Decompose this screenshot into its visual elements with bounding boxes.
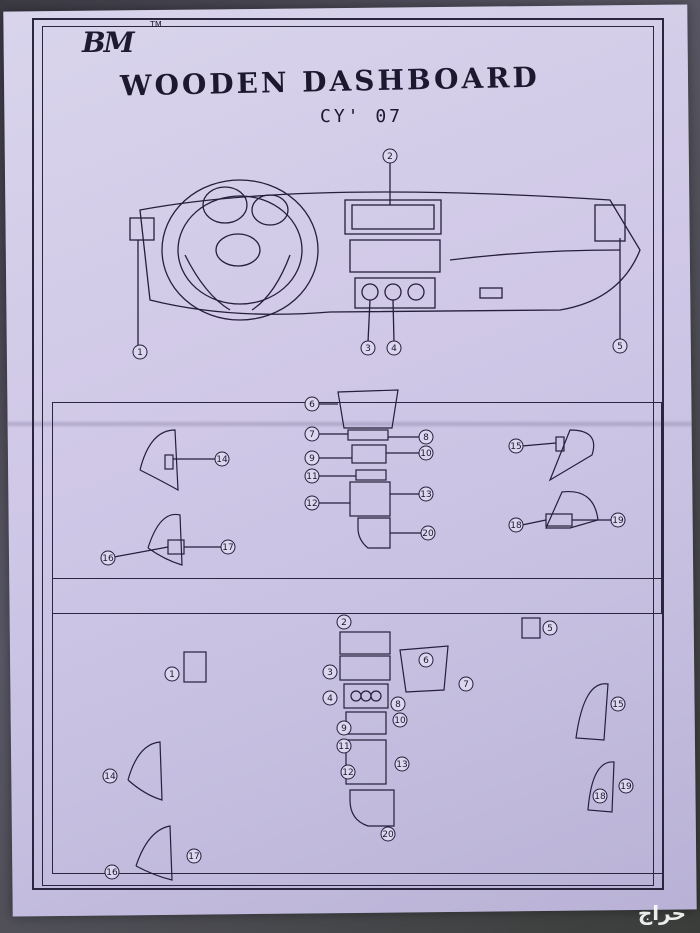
part-11-label: 11 [306,472,317,482]
part-13-label: 13 [420,490,431,500]
cut-10-label: 10 [394,716,406,726]
cut-13-label: 13 [396,760,407,770]
top-panel-parts [113,389,612,566]
cut-12-label: 12 [342,768,353,778]
site-watermark: حراج [637,901,686,925]
bottom-panel-parts [127,617,615,881]
part-6-label: 6 [309,400,315,410]
paper-fold-shadow [8,420,692,428]
part-14-label: 14 [216,455,228,465]
callout-2: 2 [387,152,393,162]
right-vent [594,204,626,242]
dashboard-outline [139,191,641,315]
cut-4-label: 4 [327,694,333,704]
cut-5-label: 5 [547,624,553,634]
trademark-mark: TM [150,20,162,29]
part-20-label: 20 [422,529,434,539]
cut-3-label: 3 [327,668,333,678]
steering-wheel [161,179,319,321]
part-12-label: 12 [306,499,317,509]
cut-18-label: 18 [594,792,606,802]
cut-15-label: 15 [612,700,623,710]
part-18-label: 18 [510,521,522,531]
part-7-label: 7 [309,430,315,440]
cut-2-label: 2 [341,618,347,628]
page-subtitle: CY' 07 [320,106,404,127]
cut-8-label: 8 [395,700,401,710]
callout-5: 5 [617,342,623,352]
callout-4: 4 [391,344,397,354]
callout-3: 3 [365,344,371,354]
left-vent [129,217,155,241]
radio-panel [349,239,441,273]
part-9-label: 9 [309,454,315,464]
cut-1-label: 1 [169,670,175,680]
cut-14-label: 14 [104,772,116,782]
cut-6-label: 6 [423,656,429,666]
cut-11-label: 11 [338,742,349,752]
climate-knob [361,283,379,301]
part-17-label: 17 [222,543,233,553]
part-19-label: 19 [612,516,624,526]
brand-logo: BM [82,26,135,59]
part-10-label: 10 [420,449,432,459]
cut-20-label: 20 [382,830,394,840]
part-16-label: 16 [102,554,114,564]
callout-1: 1 [137,348,143,358]
inner-border [42,26,654,886]
cut-16-label: 16 [106,868,118,878]
cut-7-label: 7 [463,680,469,690]
cut-19-label: 19 [620,782,632,792]
outer-border [32,18,664,890]
parts-cut-panel [52,578,664,874]
part-8-label: 8 [423,433,429,443]
parts-layout-panel [52,402,662,614]
part-15-label: 15 [510,442,521,452]
cut-17-label: 17 [188,852,199,862]
center-vent [344,199,442,235]
gauge-cluster [202,186,248,224]
cut-9-label: 9 [341,724,347,734]
